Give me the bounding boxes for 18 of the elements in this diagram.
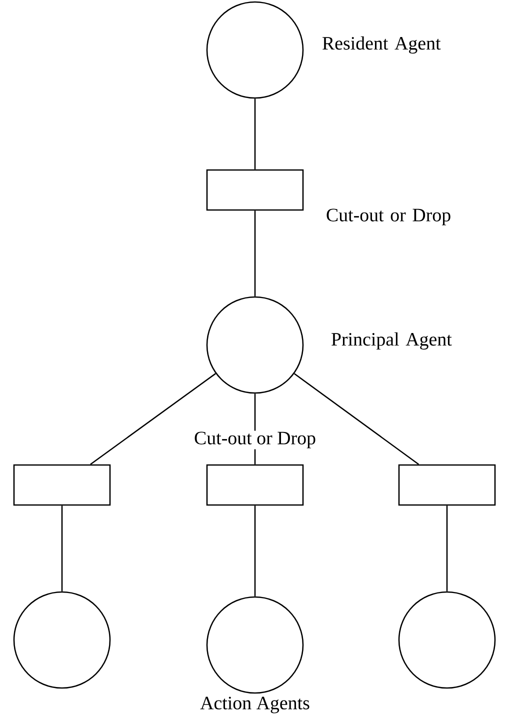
connector-line	[90, 373, 216, 465]
connector-line	[254, 210, 256, 296]
node-label: Cut-out or Drop	[326, 208, 450, 226]
connector-line	[446, 506, 448, 592]
agent-circle	[13, 591, 111, 689]
node-label: Resident Agent	[322, 36, 441, 54]
cut-out-box	[13, 464, 111, 506]
caption-text: Action Agents	[199, 696, 311, 714]
node-label: Principal Agent	[332, 332, 452, 350]
caption-text: Cut-out or Drop	[193, 430, 317, 450]
connector-line	[254, 98, 256, 170]
connector-line	[294, 373, 420, 465]
connector-line	[254, 506, 256, 596]
connector-line	[61, 506, 63, 592]
agent-circle	[206, 596, 304, 694]
cut-out-box	[398, 464, 496, 506]
cut-out-box	[206, 464, 304, 506]
agent-circle	[398, 591, 496, 689]
